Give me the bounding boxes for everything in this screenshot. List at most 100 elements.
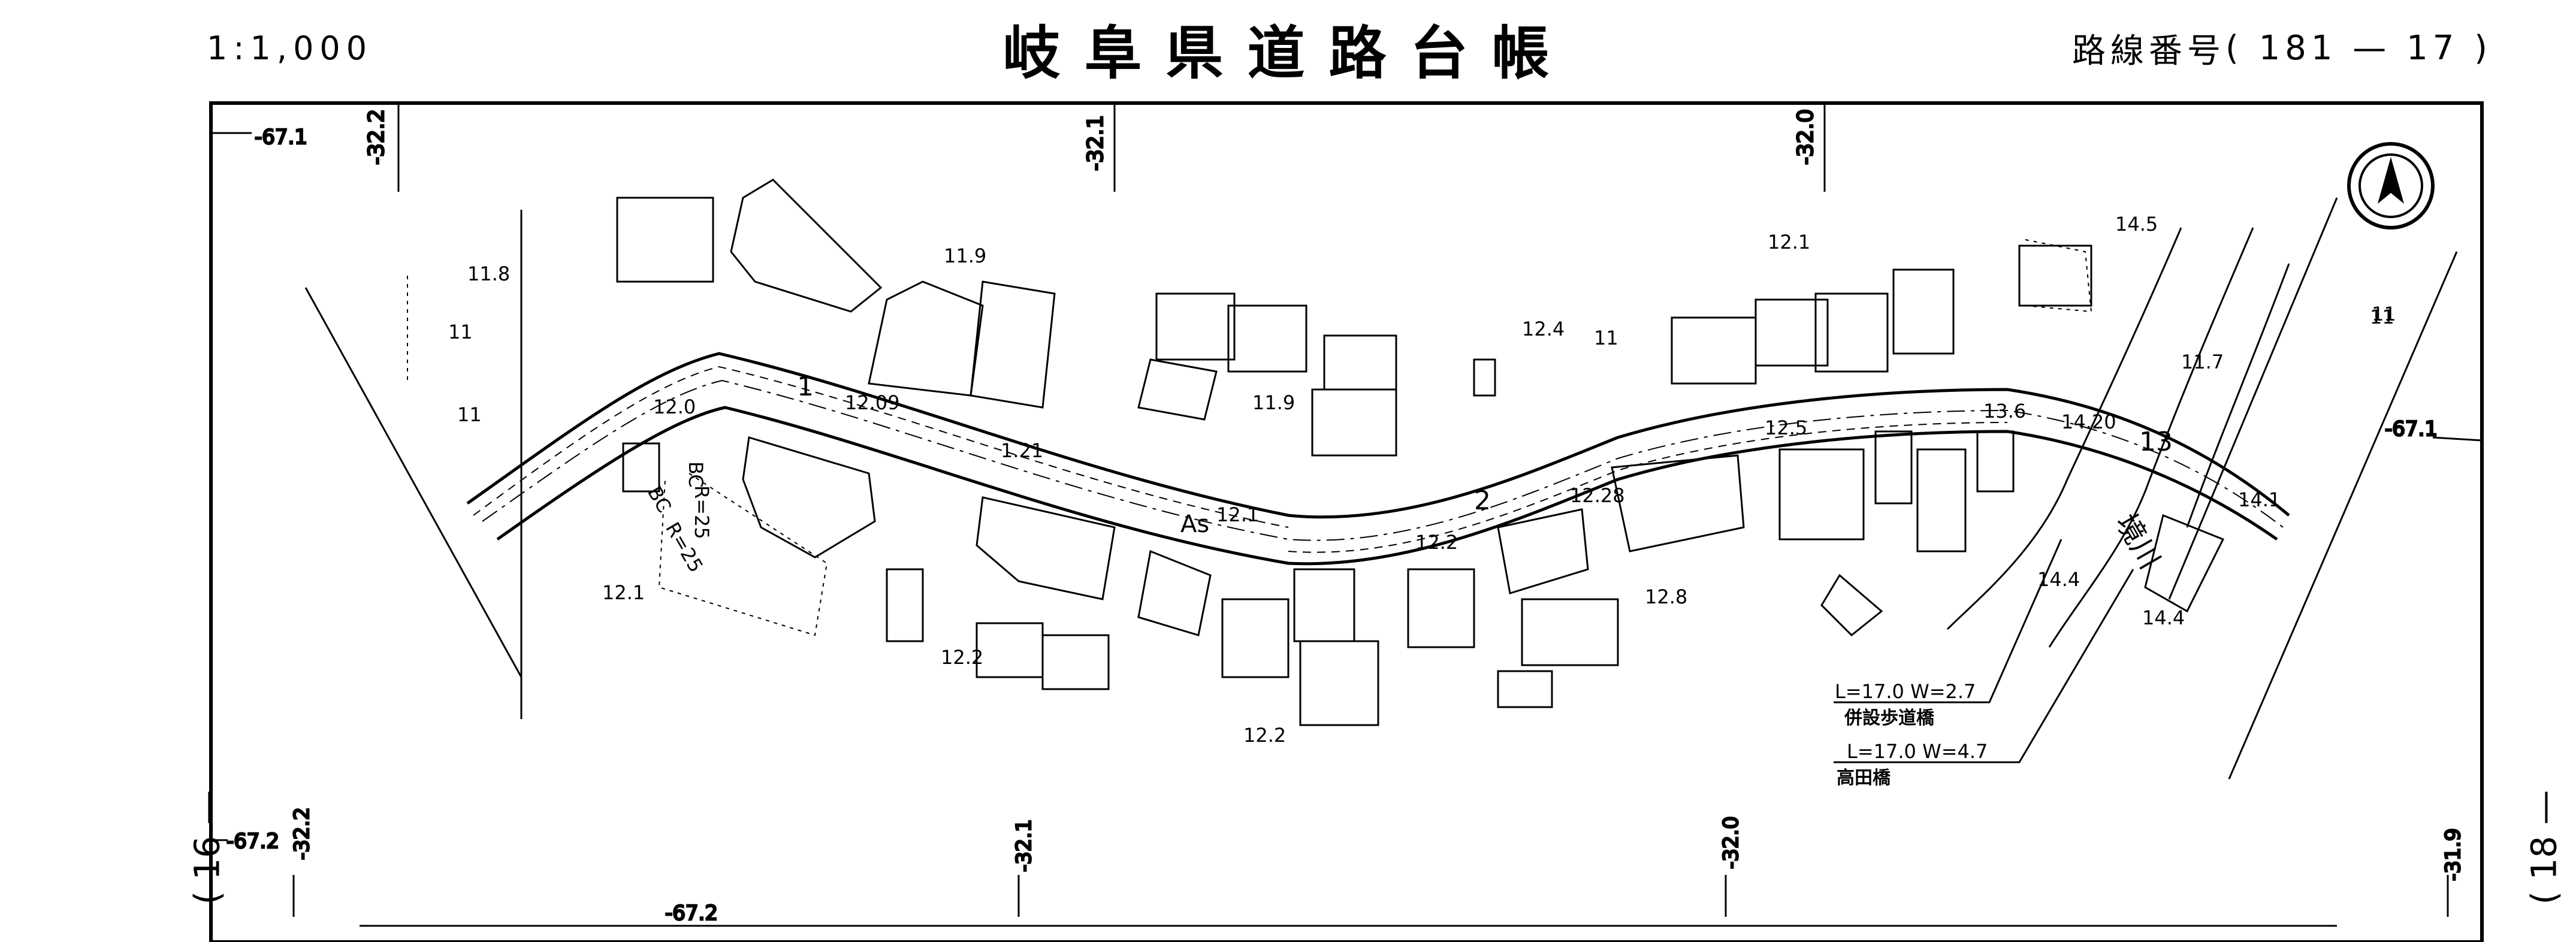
building — [1293, 568, 1355, 642]
building — [1299, 640, 1379, 726]
building — [1814, 292, 1889, 373]
building — [622, 442, 660, 493]
elevation-label: 11.9 — [944, 244, 986, 267]
bridge-leaders — [1834, 539, 2134, 763]
elevation-label: 12.2 — [1243, 724, 1286, 747]
building — [1521, 598, 1619, 666]
elevation-label: 14.20 — [2061, 410, 2116, 433]
building — [976, 496, 1116, 600]
building — [1611, 454, 1745, 552]
building — [976, 622, 1044, 678]
boundary-lines — [304, 197, 2458, 780]
bridge-name: 高田橋 — [1837, 768, 1891, 789]
building — [1137, 550, 1212, 636]
curve-label-radius: R=25 — [690, 485, 713, 539]
elevation-label: 12.4 — [1522, 318, 1565, 340]
route-number-block: 路線番号 ( 181 — 17 ) — [2072, 0, 2492, 96]
parcel-mark: 11 — [457, 403, 482, 426]
building — [1976, 430, 2015, 493]
building — [1155, 292, 1236, 361]
building — [2144, 514, 2225, 613]
building — [868, 280, 984, 397]
elevation-label: 14.4 — [2037, 568, 2080, 591]
elevation-label: 12.1 — [1768, 231, 1810, 253]
grid-label-top-1: -32.2 — [364, 109, 389, 165]
building — [1227, 304, 1307, 373]
grid-label-bottom-2: -32.1 — [1012, 819, 1036, 872]
map-frame — [209, 101, 2484, 942]
parcel-mark: 11 — [1594, 327, 1618, 349]
bridge-name: 併設歩道橋 — [1844, 708, 1935, 729]
elevation-label: 14.5 — [2115, 213, 2158, 236]
building — [2018, 244, 2092, 307]
route-number-value: ( 181 — 17 ) — [2225, 28, 2492, 68]
building — [1311, 388, 1397, 457]
building — [1497, 508, 1589, 594]
building — [1323, 334, 1397, 391]
grid-ticks-top — [211, 103, 2483, 442]
road-surface-label: As — [1180, 511, 1209, 538]
elevation-label: 12.09 — [845, 391, 900, 414]
bridge-dimensions: L=17.0 W=2.7 — [1835, 680, 1976, 703]
grid-label-top-3: -32.0 — [1793, 109, 1818, 165]
elevation-label: 11.7 — [2181, 351, 2224, 373]
building — [970, 280, 1056, 409]
elevation-label: 12.8 — [1645, 585, 1687, 608]
grid-label-top-2: -32.1 — [1083, 115, 1108, 171]
building — [1778, 448, 1865, 541]
elevation-label: 12.0 — [653, 395, 696, 418]
road-alignment — [466, 352, 2290, 566]
building — [616, 197, 714, 283]
building — [1041, 634, 1110, 690]
grid-label-bottom-3: -32.0 — [1719, 816, 1743, 869]
elevation-label: 12.1 — [602, 581, 645, 604]
bridge-dimensions: L=17.0 W=4.7 — [1847, 740, 1988, 763]
river-name: 境川 — [2109, 508, 2167, 575]
elevation-label: 12.1 — [1216, 503, 1259, 526]
grid-label-row-4: -67.2 — [665, 901, 718, 925]
building — [1671, 316, 1757, 385]
parcel-mark: 11 — [2370, 306, 2394, 328]
curve-label-bc: BC — [684, 461, 707, 488]
grid-label-bottom-1: -32.2 — [290, 807, 314, 860]
building — [1407, 568, 1475, 648]
elevation-label: 13.6 — [1983, 400, 2026, 422]
building — [1892, 268, 1955, 355]
building — [1874, 430, 1913, 505]
elevation-label: 11.9 — [1252, 391, 1295, 414]
grid-label-row-3: -67.2 — [227, 829, 279, 853]
building — [1916, 448, 1967, 552]
map-scale: 1:1,000 — [207, 29, 373, 67]
map-labels: As BC R=25 BC R=25 1 2 13 11.8 11.9 12.0… — [448, 213, 2396, 789]
elevation-label: 12.2 — [941, 646, 983, 669]
buildings — [616, 179, 2225, 726]
building — [1221, 598, 1289, 678]
elevation-label: 12.2 — [1415, 531, 1458, 554]
grid-label-row-1: -67.1 — [255, 125, 307, 149]
grid-ticks-bottom — [211, 839, 2449, 927]
building — [730, 179, 883, 313]
building — [742, 436, 876, 558]
building — [1497, 670, 1553, 708]
building — [1754, 298, 1829, 367]
parcel-mark: 11 — [2372, 303, 2396, 325]
section-number: 1 — [797, 372, 814, 402]
parcel-mark: 11 — [448, 321, 473, 343]
north-arrow-icon — [2347, 142, 2435, 230]
map-title: 岐阜県道路台帳 — [1002, 19, 1574, 87]
elevation-label: 1.21 — [1001, 439, 1043, 462]
grid-label-row-2: -67.1 — [2385, 417, 2438, 441]
building — [886, 568, 924, 642]
river-banks — [1946, 227, 2290, 648]
elevation-label: 12.5 — [1765, 416, 1807, 439]
curve-label-bc: BC — [643, 482, 676, 517]
building — [1820, 573, 1883, 637]
parcel-lines — [407, 239, 2092, 636]
elevation-label: 14.1 — [2238, 488, 2281, 511]
section-number: 13 — [2139, 427, 2173, 457]
building — [1137, 358, 1218, 421]
building — [1473, 358, 1496, 397]
elevation-label: 12.28 — [1570, 484, 1625, 507]
route-number-label: 路線番号 — [2071, 31, 2225, 71]
